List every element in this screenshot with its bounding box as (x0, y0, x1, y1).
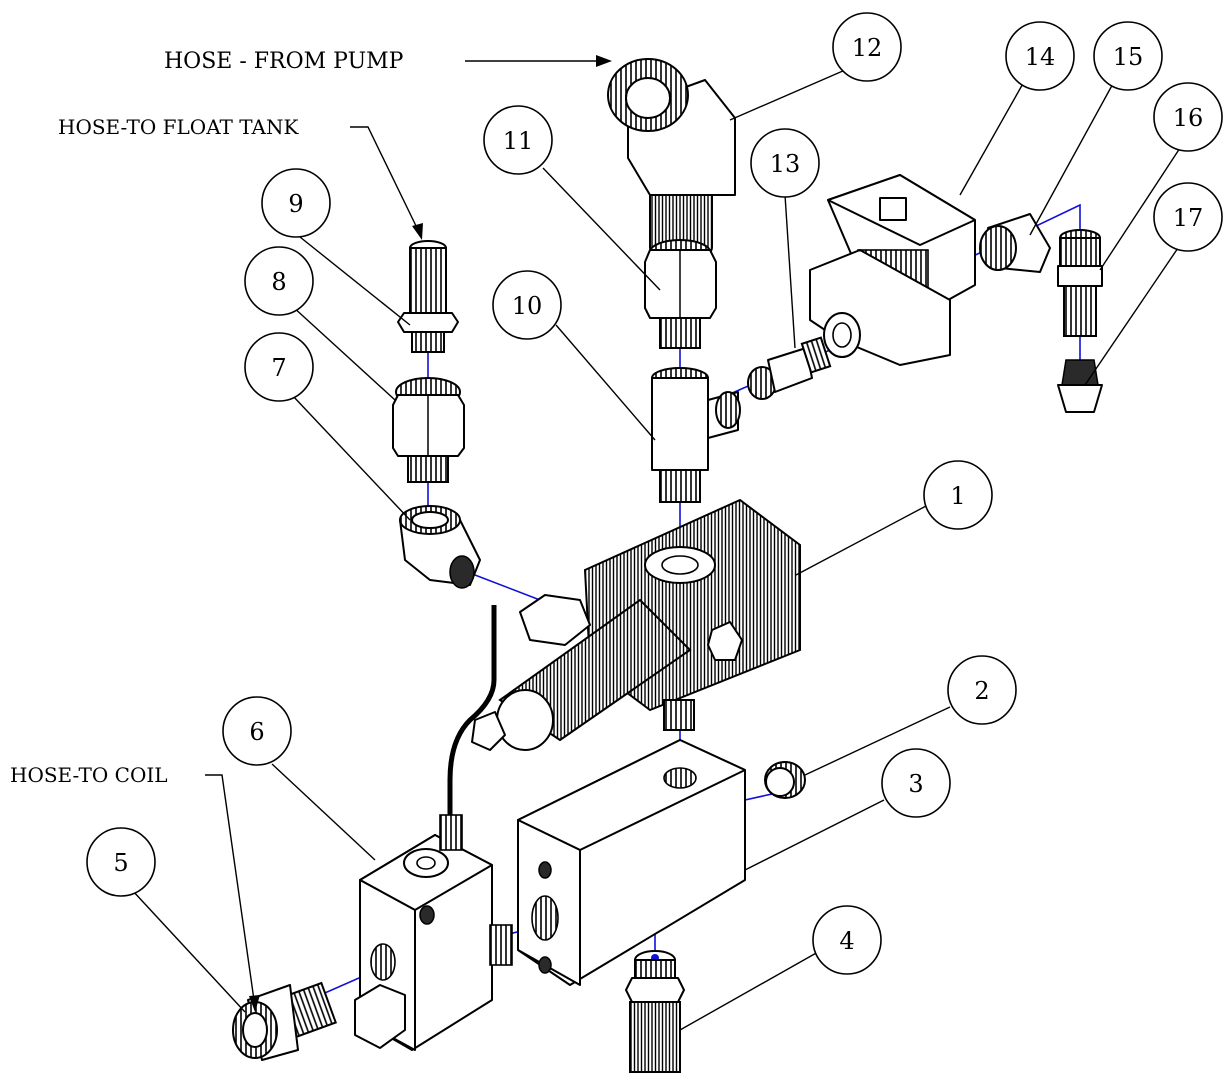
balloon-10-label: 10 (512, 292, 543, 320)
part-14-solenoid-valve (809, 174, 976, 366)
capillary-tube (447, 605, 497, 830)
callout-to-coil-text: HOSE-TO COIL (10, 763, 168, 787)
balloon-10: 10 (492, 270, 562, 340)
callout-to-float-tank-text: HOSE-TO FLOAT TANK (58, 115, 299, 139)
part-13-nipple (747, 336, 832, 400)
balloon-17-label: 17 (1173, 204, 1204, 232)
part-3-manifold-block (517, 739, 746, 986)
balloon-4-label: 4 (839, 927, 854, 955)
balloon-2: 2 (947, 655, 1017, 725)
balloon-17: 17 (1153, 182, 1223, 252)
balloon-11: 11 (483, 105, 553, 175)
balloon-9: 9 (261, 168, 331, 238)
balloon-3-label: 3 (908, 770, 923, 798)
balloon-16: 16 (1153, 82, 1223, 152)
balloon-5: 5 (86, 827, 156, 897)
balloon-14: 14 (1005, 21, 1075, 91)
balloon-5-label: 5 (113, 849, 128, 877)
balloon-13: 13 (750, 128, 820, 198)
part-17-nozzle (1057, 359, 1103, 413)
balloon-8-label: 8 (271, 268, 286, 296)
part-15-elbow (979, 213, 1051, 273)
part-5-elbow (232, 981, 338, 1061)
part-4-fitting (625, 950, 685, 1073)
balloon-1: 1 (923, 460, 993, 530)
balloon-7: 7 (244, 332, 314, 402)
balloon-12-label: 12 (852, 34, 883, 62)
balloon-14-label: 14 (1025, 43, 1056, 71)
part-12-elbow (607, 58, 736, 256)
part-10-tee (651, 367, 741, 503)
balloon-leaders (131, 66, 1181, 1031)
part-9-barb-fitting (397, 240, 459, 353)
balloon-6: 6 (222, 696, 292, 766)
part-1-regulator-body (471, 498, 801, 751)
part-7-elbow (399, 505, 481, 589)
balloon-12: 12 (832, 12, 902, 82)
part-6-block (354, 814, 513, 1051)
balloon-6-label: 6 (249, 718, 264, 746)
balloon-16-label: 16 (1173, 104, 1204, 132)
balloon-13-label: 13 (770, 150, 801, 178)
balloon-1-label: 1 (950, 482, 965, 510)
callout-to-float-tank: HOSE-TO FLOAT TANK (58, 115, 423, 240)
balloon-15: 15 (1093, 21, 1163, 91)
balloon-8: 8 (244, 246, 314, 316)
part-11-hex-coupler (644, 239, 717, 349)
callout-to-coil: HOSE-TO COIL (10, 763, 260, 1012)
callout-from-pump: HOSE - FROM PUMP (164, 49, 612, 74)
callout-from-pump-text: HOSE - FROM PUMP (164, 49, 404, 74)
part-2-plug (764, 761, 806, 799)
balloon-2-label: 2 (974, 677, 989, 705)
part-16-fitting (1057, 229, 1103, 337)
balloon-7-label: 7 (271, 354, 286, 382)
balloon-4: 4 (812, 905, 882, 975)
balloon-9-label: 9 (288, 190, 303, 218)
balloon-15-label: 15 (1113, 43, 1144, 71)
balloon-3: 3 (881, 748, 951, 818)
part-8-hex-coupler (392, 377, 465, 483)
balloon-11-label: 11 (503, 127, 534, 155)
